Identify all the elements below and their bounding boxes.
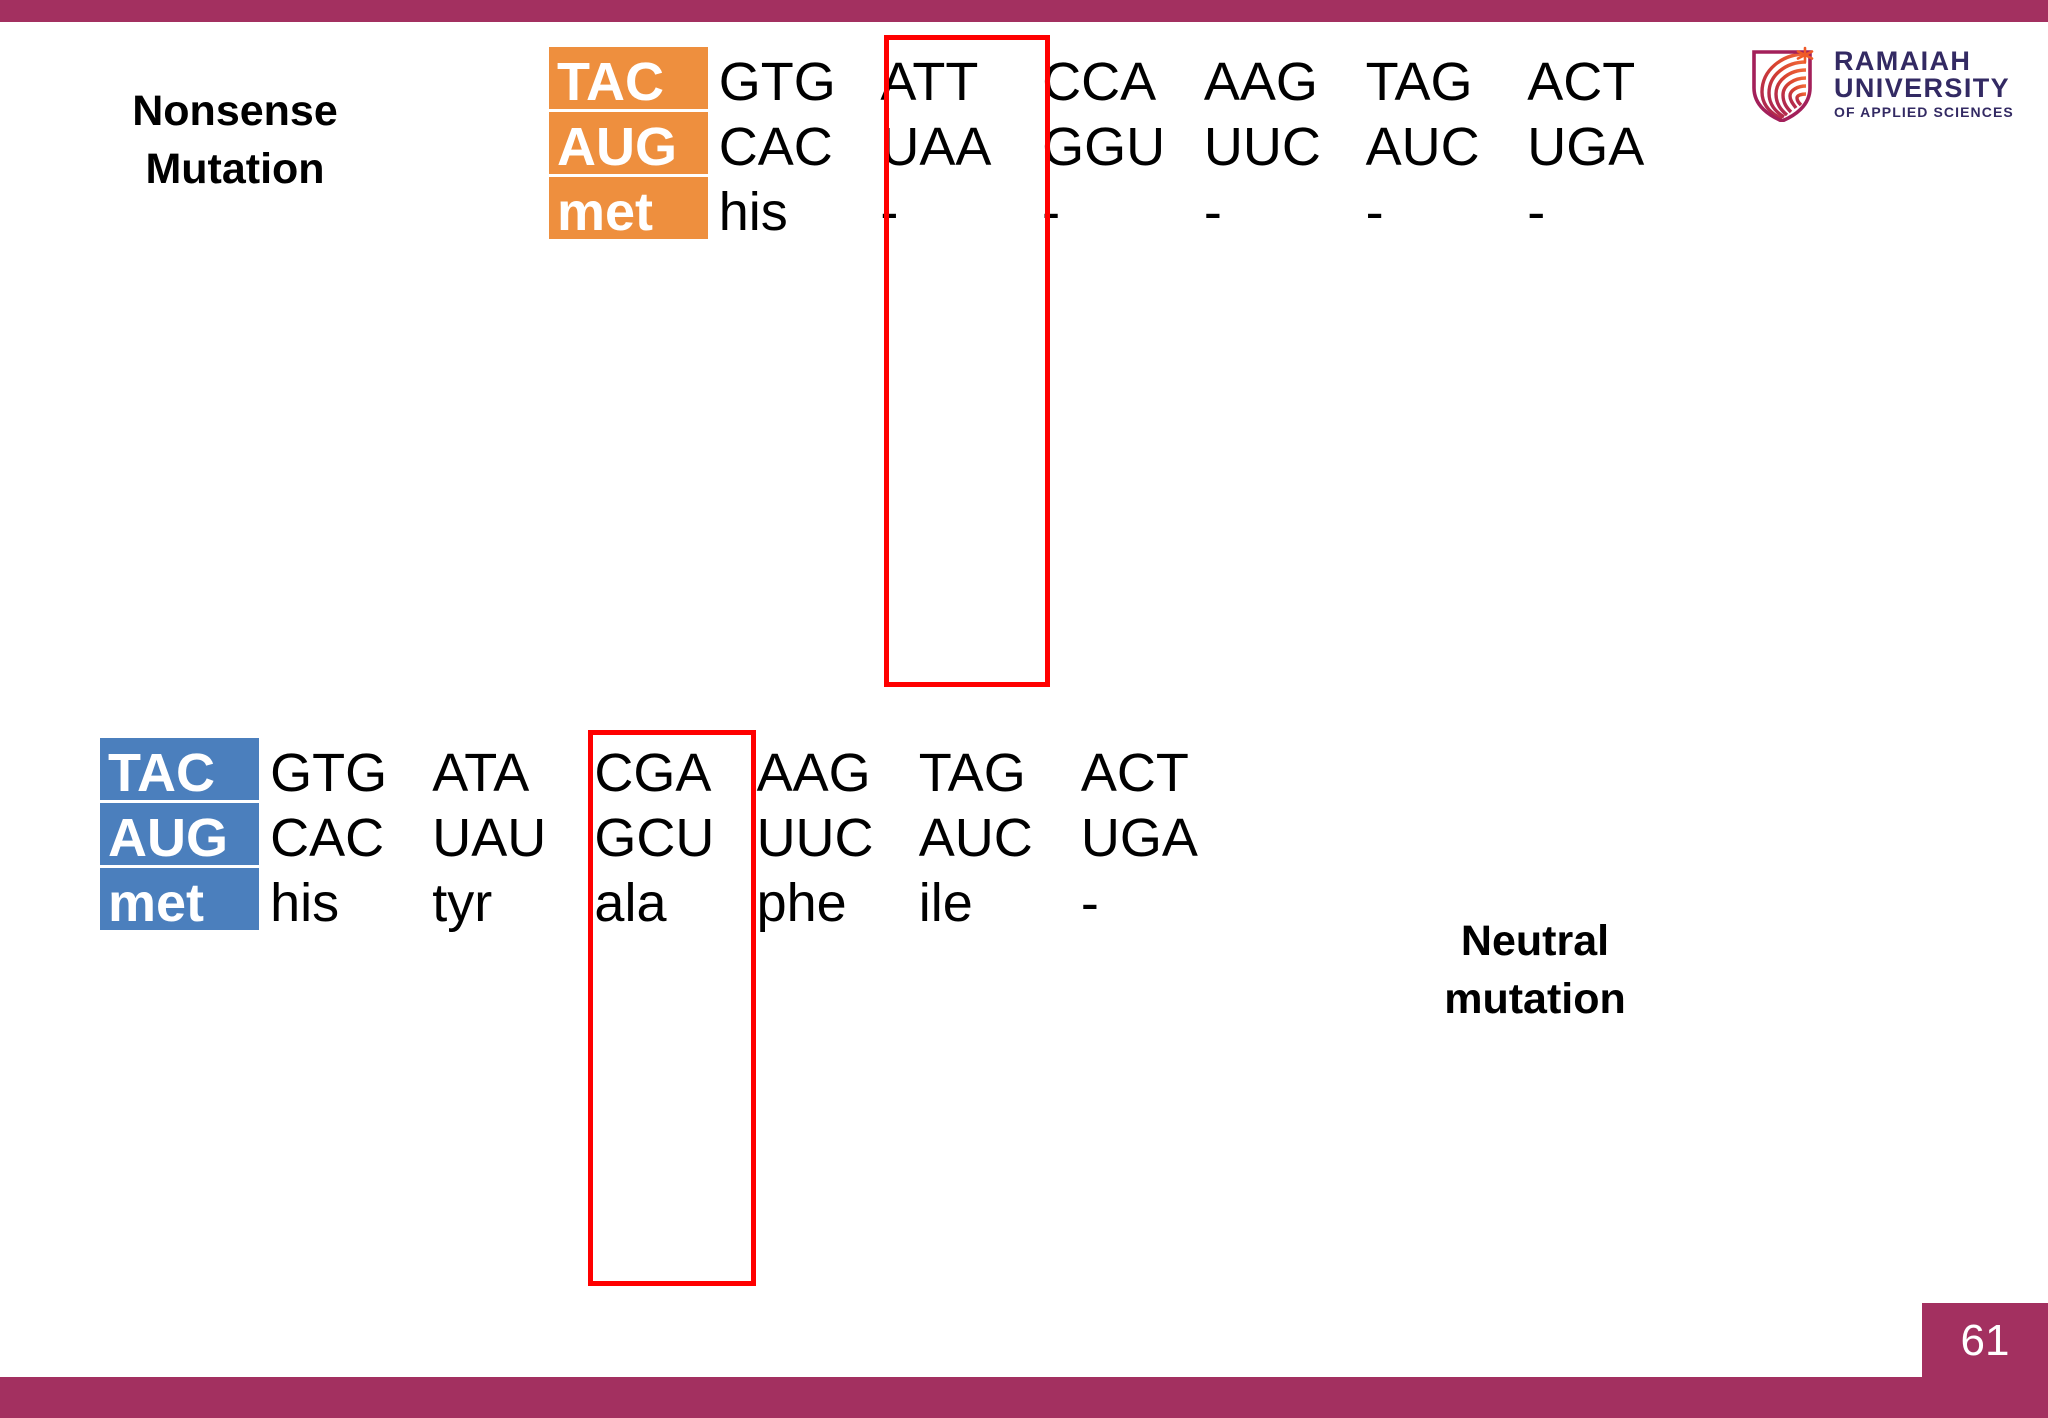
codon-cell: UGA bbox=[1080, 808, 1198, 868]
codon-cell: ACT bbox=[1080, 743, 1189, 803]
codon-cell: CCA bbox=[1042, 52, 1157, 112]
codon-cell: TAG bbox=[918, 743, 1026, 803]
codon-cell: GTG bbox=[270, 743, 388, 803]
codon-cell: CAC bbox=[718, 117, 833, 177]
codon-cell: ATT bbox=[880, 52, 979, 112]
codon-cell: - bbox=[1203, 182, 1222, 242]
page-number: 61 bbox=[1922, 1303, 2048, 1378]
codon-cell: TAG bbox=[1365, 52, 1473, 112]
codon-cell: GCU bbox=[594, 808, 715, 868]
codon-cell: AUG bbox=[549, 112, 708, 174]
codon-cell: ACT bbox=[1527, 52, 1636, 112]
codon-cell: GTG bbox=[718, 52, 836, 112]
codon-cell: UAU bbox=[432, 808, 547, 868]
codon-cell: tyr bbox=[432, 873, 493, 933]
codon-cell: GGU bbox=[1042, 117, 1166, 177]
codon-cell: AUG bbox=[100, 803, 260, 865]
codon-cell: ile bbox=[918, 873, 973, 933]
codon-cell: - bbox=[1365, 182, 1384, 242]
codon-cell: ATA bbox=[432, 743, 530, 803]
codon-cell: - bbox=[880, 182, 899, 242]
codon-cell: met bbox=[549, 177, 708, 239]
codon-cell: - bbox=[1042, 182, 1061, 242]
logo-line-university: UNIVERSITY bbox=[1834, 72, 2011, 103]
codon-cell: ala bbox=[594, 873, 667, 933]
logo-wordmark: RAMAIAH UNIVERSITY OF APPLIED SCIENCES bbox=[1834, 45, 2014, 120]
shield-logo-icon bbox=[1748, 44, 1822, 123]
neutral-mutation-caption: Neutral mutation bbox=[1444, 917, 1626, 1024]
nonsense-mutation-caption: Nonsense Mutation bbox=[132, 87, 338, 194]
codon-cell: AAG bbox=[1203, 52, 1318, 112]
codon-cell: phe bbox=[756, 873, 847, 933]
codon-cell: his bbox=[718, 182, 788, 242]
codon-cell: CAC bbox=[270, 808, 385, 868]
codon-cell: met bbox=[100, 868, 260, 930]
codon-cell: UAA bbox=[880, 117, 992, 177]
codon-cell: UUC bbox=[1203, 117, 1321, 177]
codon-cell: AUC bbox=[1365, 117, 1480, 177]
bottom-accent-bar bbox=[0, 1377, 2048, 1418]
codon-cell: UGA bbox=[1527, 117, 1645, 177]
ramaiah-university-logo: RAMAIAH UNIVERSITY OF APPLIED SCIENCES bbox=[1748, 40, 2040, 126]
codon-cell: AUC bbox=[918, 808, 1033, 868]
codon-cell: TAC bbox=[100, 738, 260, 800]
codon-cell: his bbox=[270, 873, 340, 933]
logo-line-applied-sciences: OF APPLIED SCIENCES bbox=[1834, 103, 2014, 120]
codon-cell: - bbox=[1527, 182, 1546, 242]
codon-cell: AAG bbox=[756, 743, 871, 803]
codon-cell: UUC bbox=[756, 808, 874, 868]
codon-cell: - bbox=[1080, 873, 1099, 933]
logo-line-ramaiah: RAMAIAH bbox=[1834, 45, 1972, 76]
top-accent-bar bbox=[0, 0, 2048, 22]
codon-cell: TAC bbox=[549, 47, 708, 109]
codon-cell: CGA bbox=[594, 743, 712, 803]
